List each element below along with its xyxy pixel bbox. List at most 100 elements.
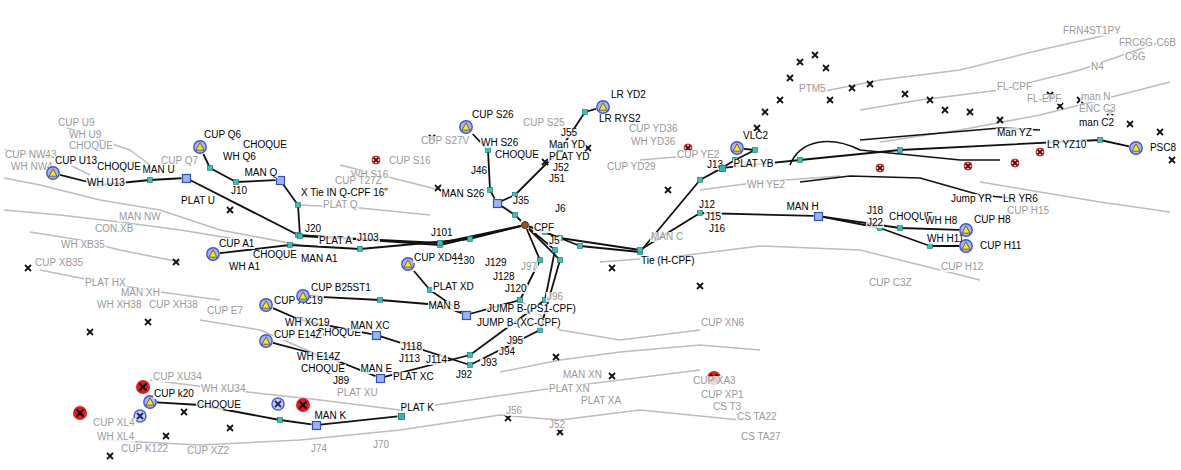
network-label: LR RYS2 (598, 114, 642, 124)
background-label: CUP K122 (120, 444, 169, 454)
cross-marker (300, 402, 307, 409)
small-red-marker (1036, 148, 1044, 156)
background-label: CUP E7 (206, 306, 244, 316)
node-label: MAN E (360, 364, 394, 374)
pipeline-connector (726, 140, 1130, 168)
junction-dot (234, 180, 239, 185)
background-label: CUP S16 (388, 156, 432, 166)
background-label: CON.XB (94, 224, 134, 234)
blue-well-marker (272, 398, 284, 410)
grey-pipeline (300, 205, 430, 215)
cross-marker (1169, 157, 1175, 163)
junction-dot (898, 148, 903, 153)
junction-dot (698, 178, 703, 183)
network-label: JUMP B-(XC-CPF) (476, 318, 562, 328)
red-well-marker (296, 398, 310, 412)
node-label: CUP H11 (979, 241, 1022, 251)
small-red-marker (876, 164, 884, 172)
cross-marker (867, 81, 873, 87)
background-label: J52 (548, 420, 566, 430)
cross-marker (227, 207, 233, 213)
grey-pipeline (600, 246, 980, 280)
network-label: WH E14Z (296, 352, 341, 362)
cross-marker (902, 91, 908, 97)
background-label: WH XH38 (96, 300, 142, 310)
network-label: WH H8 (924, 216, 958, 226)
background-label: WH XL4 (96, 432, 135, 442)
network-label: J120 (504, 284, 528, 294)
background-label: C6B (1156, 38, 1177, 48)
manifold-node: MAN Q (276, 176, 285, 185)
network-label: Tie (H-CPF) (640, 256, 696, 266)
background-label: PLAT Q (322, 200, 359, 210)
junction-dot (698, 211, 703, 216)
network-label: CHOQUE (242, 140, 288, 150)
background-label: CUP YE2 (676, 150, 720, 160)
network-label: J114 (425, 355, 448, 365)
cross-marker (1157, 129, 1163, 135)
junction-dot (538, 328, 543, 333)
node-label: MAN Q (244, 168, 279, 178)
background-label: PTM5 (798, 84, 827, 94)
background-label: CUP U9 (57, 118, 96, 128)
network-label: CHOQUE (494, 150, 540, 160)
cross-marker (967, 109, 973, 115)
junction-dot (583, 110, 588, 115)
background-label: CUP T27Z (334, 176, 383, 186)
man-icon (493, 199, 502, 208)
cross-marker (137, 413, 143, 419)
background-label: PLAT XU (336, 388, 379, 398)
background-label: CS TA22 (736, 412, 778, 422)
well-symbol: VLC2 (730, 141, 744, 155)
network-label: X Tie IN Q-CPF 16" (300, 188, 389, 198)
background-label: CUP XL4 (92, 418, 136, 428)
junction-dot (558, 258, 563, 263)
network-label: Man YD (548, 140, 586, 150)
well-icon (959, 239, 973, 253)
background-label: CUP H12 (940, 262, 984, 272)
cross-marker (697, 283, 703, 289)
node-label: MAN XC (350, 321, 391, 331)
network-label: J118 (400, 342, 423, 352)
background-label: J70 (372, 440, 390, 450)
small-red-marker (964, 162, 972, 170)
network-label: WH S26 (480, 138, 519, 148)
well-symbol: CUP XD44 (401, 257, 415, 271)
background-label: CUP YD29 (606, 162, 657, 172)
junction-dot (278, 418, 283, 423)
cross-marker (609, 373, 615, 379)
background-label: WH YE2 (746, 180, 786, 190)
well-icon (296, 289, 310, 303)
red-well-marker (73, 406, 87, 420)
background-label: MAN XH (120, 288, 161, 298)
manifold-node: MAN E (376, 374, 385, 383)
network-label: J95 (506, 336, 524, 346)
node-label: CUP B25ST1 (310, 283, 372, 293)
well-icon (259, 334, 273, 348)
node-label: CUP E14Z (273, 330, 323, 340)
background-label: man N (1080, 92, 1111, 102)
cross-marker (942, 107, 948, 113)
well-symbol: PSC8 (1129, 141, 1143, 155)
network-label: PLAT A (318, 236, 353, 246)
junction-dot (518, 298, 523, 303)
cross-marker (227, 425, 233, 431)
cross-marker (25, 265, 31, 271)
well-symbol: CUP S26 (459, 120, 473, 134)
grey-pipeline (880, 82, 1170, 142)
junction-dot (378, 298, 383, 303)
cross-marker (812, 52, 818, 58)
background-label: CUP XB35 (34, 258, 84, 268)
well-icon (459, 120, 473, 134)
background-label: C6G (1124, 52, 1147, 62)
platform-node: PLAT K (398, 413, 405, 420)
node-label: MAN H (786, 202, 820, 212)
network-label: J16 (708, 224, 726, 234)
cross-marker (163, 433, 169, 439)
network-label: WH XC19 (284, 318, 330, 328)
pipeline-connector (381, 229, 561, 365)
plat-icon (719, 165, 726, 172)
manifold-node: MAN S26 (493, 199, 502, 208)
network-label: J35 (512, 196, 530, 206)
black-pipeline (790, 142, 1000, 165)
